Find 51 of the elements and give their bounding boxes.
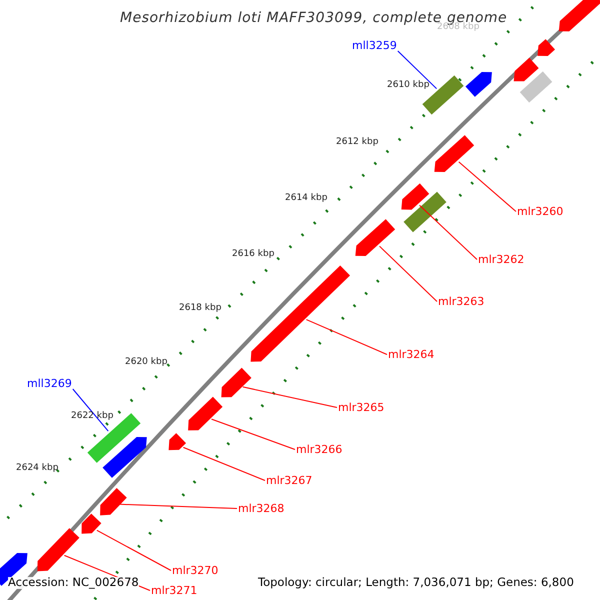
scale-label: 2620 kbp (125, 358, 168, 367)
gene-block (401, 183, 430, 210)
scale-label: 2608 kbp (437, 23, 480, 32)
scale-label: 2610 kbp (387, 81, 430, 90)
gene-label: mlr3263 (438, 296, 484, 307)
leader-line (379, 246, 438, 302)
leader-line (458, 161, 516, 212)
gene-label: mll3269 (27, 378, 72, 389)
leader-line (72, 388, 109, 432)
genome-info-text: Topology: circular; Length: 7,036,071 bp; Genes: 6,800 (258, 577, 574, 588)
scale-label: 2618 kbp (179, 304, 222, 313)
gene-label: mlr3265 (338, 402, 384, 413)
gene-block (168, 433, 186, 450)
leader-line (397, 50, 438, 90)
gene-block (434, 135, 474, 172)
gene-block (538, 39, 555, 56)
gene-block (102, 437, 147, 478)
leader-line (419, 204, 478, 260)
scale-label: 2622 kbp (71, 412, 114, 421)
gene-block (82, 514, 102, 534)
gene-block (558, 0, 600, 32)
leader-line (120, 504, 238, 509)
gene-block (37, 528, 80, 572)
gene-label: mlr3262 (478, 254, 524, 265)
scale-label: 2616 kbp (232, 250, 274, 259)
gene-label: mlr3268 (238, 503, 284, 514)
gene-label: mlr3267 (266, 475, 312, 486)
gene-label: mll3259 (352, 40, 397, 51)
scale-label: 2612 kbp (336, 138, 378, 147)
gene-block (221, 368, 252, 398)
leader-line (96, 530, 172, 571)
gene-label: mlr3260 (517, 206, 564, 217)
accession-text: Accession: NC_002678 (8, 577, 139, 588)
gene-block (100, 488, 127, 516)
gene-bar (404, 192, 446, 232)
leader-line (211, 418, 296, 450)
scale-label: 2614 kbp (285, 194, 328, 203)
gene-block (250, 266, 350, 362)
gene-block (514, 58, 539, 82)
scale-label: 2624 kbp (16, 464, 58, 473)
leader-line (306, 319, 388, 355)
leader-line (242, 386, 338, 408)
gene-label: mlr3266 (296, 444, 342, 455)
gene-bar (520, 71, 552, 103)
gene-label: mlr3270 (172, 565, 218, 576)
gene-block (355, 219, 396, 256)
gene-block (466, 72, 492, 97)
gene-label: mlr3264 (388, 349, 434, 360)
gene-label: mlr3271 (151, 585, 198, 596)
leader-line (182, 446, 266, 481)
gene-block (188, 396, 223, 430)
